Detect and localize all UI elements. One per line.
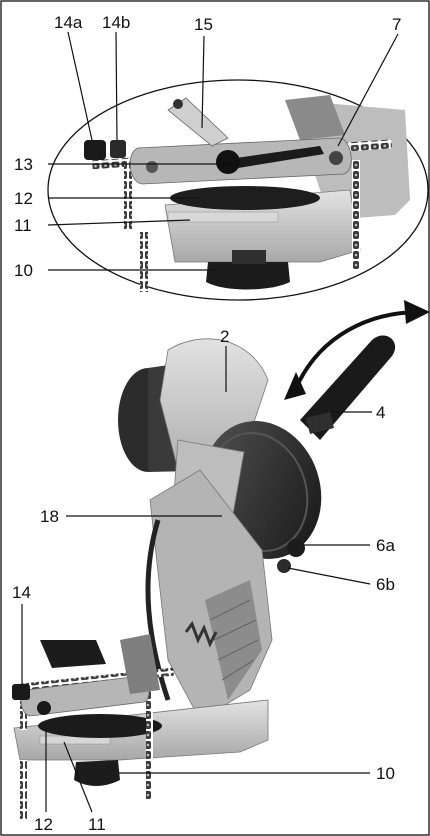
clamp-hole (146, 161, 158, 173)
label-12: 12 (14, 189, 33, 208)
label-11: 11 (14, 216, 32, 235)
saw-chain-under (140, 232, 148, 292)
swivel-arrow (294, 310, 421, 389)
knob-14 (12, 684, 30, 700)
label-12b: 12 (34, 815, 53, 834)
label-10: 10 (14, 261, 33, 280)
lattice-ribs (209, 599, 259, 681)
saw-chain-left (124, 160, 132, 230)
knob-10b (74, 760, 120, 786)
leader-7 (337, 33, 399, 147)
knob-10 (206, 262, 290, 290)
label-2: 2 (220, 327, 229, 346)
clamp-knob (37, 701, 51, 715)
spring (184, 620, 218, 648)
saw-chain-main-drop (20, 760, 27, 820)
label-4: 4 (376, 403, 385, 422)
leader-14b (115, 31, 118, 141)
leader-14a (67, 31, 93, 141)
support-lattice (205, 580, 262, 700)
rear-guide-main (120, 634, 160, 694)
knob-10-top (232, 250, 266, 264)
arrow-head-right (404, 300, 430, 324)
grinding-strip-11 (167, 211, 279, 223)
leader-11 (47, 219, 191, 226)
clamp-lever-main (40, 640, 106, 668)
label-18: 18 (40, 507, 59, 526)
label-11b: 11 (88, 815, 106, 834)
rear-guide (285, 95, 345, 140)
knob-14b (110, 140, 126, 158)
label-10b: 10 (376, 764, 395, 783)
handle-grip (306, 412, 334, 434)
detail-ellipse (47, 79, 429, 301)
leader-15 (201, 35, 205, 129)
lever-pivot (216, 150, 240, 174)
main-view: 2 4 18 6a 6b 14 10 12 11 (12, 300, 430, 834)
label-13: 13 (14, 155, 33, 174)
label-14: 14 (12, 583, 31, 602)
saw-chain-main-right (146, 690, 153, 800)
label-6b: 6b (376, 575, 395, 594)
arrow-head-left (284, 372, 306, 400)
detail-view: 14a 14b 15 7 13 12 11 10 (14, 13, 429, 301)
knob-6b (277, 559, 291, 573)
cable (145, 519, 171, 701)
stop-pivot (173, 99, 183, 109)
knob-6a (287, 539, 305, 557)
label-6a: 6a (376, 536, 395, 555)
label-7: 7 (392, 15, 401, 34)
label-14b: 14b (102, 13, 130, 32)
leader-11b (63, 741, 93, 813)
turntable-12 (170, 186, 320, 210)
clamp-hole (329, 151, 343, 165)
label-15: 15 (194, 15, 213, 34)
saw-chain-right (352, 160, 360, 270)
leader-6b (287, 567, 371, 585)
knob-14a (84, 140, 106, 160)
turntable-12b (38, 714, 162, 738)
clamp-lever (222, 146, 324, 170)
label-14a: 14a (54, 13, 83, 32)
